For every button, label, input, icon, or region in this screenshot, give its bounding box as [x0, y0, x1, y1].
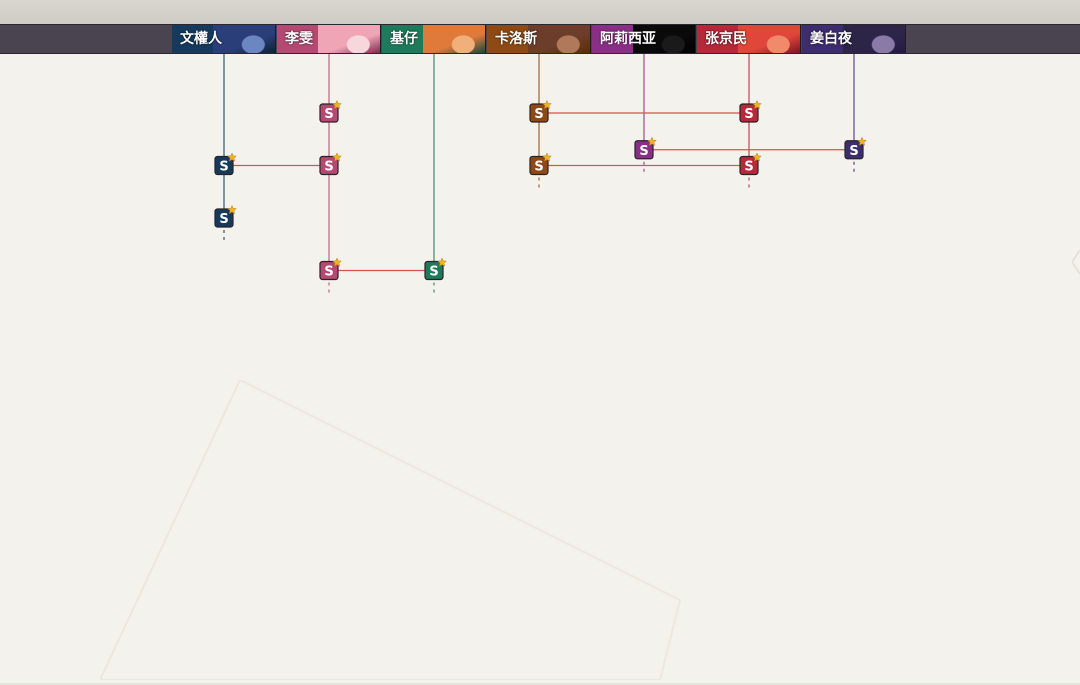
star-icon: [752, 99, 762, 110]
character-tab-ji[interactable]: 基仔: [382, 25, 486, 53]
character-tab-wen[interactable]: 文權人: [172, 25, 276, 53]
character-tab-ka[interactable]: 卡洛斯: [487, 25, 591, 53]
node-box[interactable]: [739, 103, 759, 123]
bottom-edge: [0, 683, 1080, 685]
story-node-zhang-1[interactable]: S: [739, 99, 762, 123]
node-box[interactable]: [214, 155, 234, 176]
character-portrait: [528, 25, 590, 53]
node-box[interactable]: [529, 155, 549, 176]
background-decoration: [100, 380, 682, 680]
star-icon: [437, 257, 447, 267]
node-label: S: [849, 144, 858, 159]
node-label: S: [639, 144, 648, 159]
star-icon: [857, 136, 867, 146]
character-name: 阿莉西亚: [600, 31, 656, 47]
star-icon: [542, 99, 552, 110]
node-box[interactable]: [844, 140, 864, 160]
character-name: 李雯: [285, 31, 313, 47]
character-name: 文權人: [180, 31, 222, 47]
node-label: S: [744, 107, 753, 122]
node-box[interactable]: [424, 260, 444, 281]
character-portrait: [843, 25, 905, 53]
story-node-li-2[interactable]: S: [319, 152, 342, 176]
character-tab-zhang[interactable]: 张京民: [697, 25, 801, 53]
node-box[interactable]: [319, 103, 339, 123]
node-box[interactable]: [634, 140, 654, 160]
story-node-zhang-2[interactable]: S: [739, 152, 762, 176]
character-portrait: [738, 25, 800, 53]
node-label: S: [324, 160, 333, 175]
side-scroll-arrow[interactable]: [1072, 250, 1080, 274]
node-box[interactable]: [739, 155, 759, 176]
node-box[interactable]: [319, 260, 339, 281]
character-name: 卡洛斯: [495, 31, 537, 47]
star-icon: [227, 204, 237, 215]
star-icon: [542, 152, 552, 162]
story-node-ka-2[interactable]: S: [529, 152, 552, 176]
character-portrait: [318, 25, 380, 53]
character-portrait: [213, 25, 275, 53]
node-label: S: [324, 107, 333, 122]
star-icon: [647, 136, 657, 146]
story-node-ji-4[interactable]: S: [424, 257, 447, 281]
character-name: 基仔: [390, 31, 418, 47]
star-icon: [332, 99, 342, 110]
node-box[interactable]: [214, 208, 234, 228]
character-name: 张京民: [705, 31, 747, 47]
story-node-wen-3[interactable]: S: [214, 204, 237, 228]
top-strip: [0, 0, 1080, 24]
node-label: S: [744, 160, 753, 175]
node-label: S: [324, 265, 333, 280]
story-node-a-2[interactable]: S: [634, 136, 657, 160]
story-node-wen-2[interactable]: S: [214, 152, 237, 176]
star-icon: [752, 152, 762, 162]
character-tab-jiang[interactable]: 姜白夜: [802, 25, 906, 53]
character-tab-a[interactable]: 阿莉西亚: [592, 25, 696, 53]
character-portrait: [423, 25, 485, 53]
node-label: S: [219, 160, 228, 175]
star-icon: [332, 257, 342, 267]
character-tab-li[interactable]: 李雯: [277, 25, 381, 53]
story-node-li-4[interactable]: S: [319, 257, 342, 281]
story-node-ka-1[interactable]: S: [529, 99, 552, 123]
character-portrait: [633, 25, 695, 53]
node-box[interactable]: [319, 155, 339, 176]
node-box[interactable]: [529, 103, 549, 123]
star-icon: [332, 152, 342, 162]
story-node-li-1[interactable]: S: [319, 99, 342, 123]
node-label: S: [534, 107, 543, 122]
node-label: S: [534, 160, 543, 175]
node-label: S: [219, 212, 228, 227]
story-node-jiang-2[interactable]: S: [844, 136, 867, 160]
node-label: S: [429, 265, 438, 280]
star-icon: [227, 152, 237, 162]
character-name: 姜白夜: [810, 31, 852, 47]
